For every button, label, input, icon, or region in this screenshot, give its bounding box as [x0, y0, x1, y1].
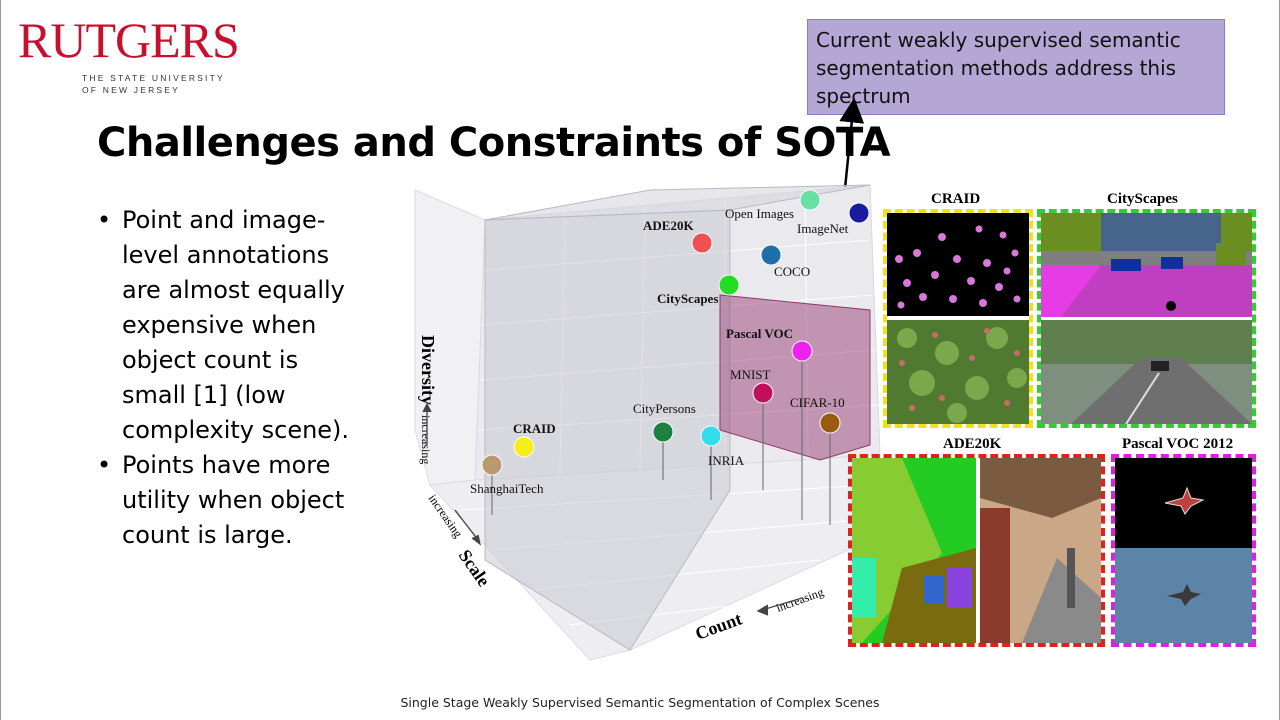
point-label-cifar-10: CIFAR-10: [790, 395, 845, 410]
point-inria: [700, 425, 722, 447]
bullet-2-line-3: count is large.: [122, 521, 293, 549]
point-mnist: [752, 382, 774, 404]
point-craid: [513, 436, 535, 458]
axis-direction-arrows: [422, 402, 803, 616]
point-open-images: [799, 189, 821, 211]
bullet-1-line-7: complexity scene).: [122, 416, 350, 444]
point-coco: [760, 244, 782, 266]
pascal-example-image: [1115, 458, 1252, 643]
bullet-1-line-4: expensive when: [122, 311, 317, 339]
logo-wordmark: RUTGERS: [18, 12, 240, 68]
axis-direction-diversity: increasing: [419, 415, 433, 464]
point-citypersons: [652, 421, 674, 443]
point-label-ade20k: ADE20K: [643, 218, 694, 233]
point-label-open-images: Open Images: [725, 206, 794, 221]
point-imagenet: [848, 202, 870, 224]
point-ade20k: [691, 232, 713, 254]
point-label-pascal-voc: Pascal VOC: [726, 326, 793, 341]
ade20k-example-panel: [848, 454, 1105, 647]
label-pascal: Pascal VOC 2012: [1122, 436, 1234, 452]
label-craid: CRAID: [931, 191, 981, 207]
point-shanghaitech: [481, 454, 503, 476]
callout-box: Current weakly supervised semantic segme…: [807, 19, 1225, 115]
point-pascal-voc: [791, 340, 813, 362]
bullet-1-line-1: Point and image-: [122, 206, 326, 234]
bullet-1-line-5: object count is: [122, 346, 299, 374]
point-cifar-10: [819, 412, 841, 434]
chart-side-wall: [414, 189, 486, 486]
point-cityscapes: [718, 274, 740, 296]
point-label-mnist: MNIST: [730, 367, 771, 382]
point-label-shanghaitech: ShanghaiTech: [470, 481, 544, 496]
point-label-cityscapes: CityScapes: [657, 291, 718, 306]
point-label-inria: INRIA: [708, 453, 745, 468]
axis-label-diversity: Diversity: [418, 335, 438, 405]
chart-volume-top: [484, 184, 871, 221]
dataset-3d-chart: Diversity increasing Scale increasing Co…: [414, 184, 881, 661]
slide-footer: Single Stage Weakly Supervised Semantic …: [400, 695, 880, 710]
point-label-coco: COCO: [774, 264, 810, 279]
bullet-item-1: Point and image- level annotations are a…: [97, 203, 387, 448]
cityscapes-example-panel: [1037, 209, 1256, 428]
bullet-item-2: Points have more utility when object cou…: [97, 448, 387, 553]
label-ade20k: ADE20K: [943, 436, 1002, 452]
cityscapes-example-image: [1041, 213, 1252, 424]
bullet-1-line-3: are almost equally: [122, 276, 345, 304]
slide-title: Challenges and Constraints of SOTA: [97, 120, 891, 166]
point-label-imagenet: ImageNet: [797, 221, 849, 236]
bullet-1-line-2: level annotations: [122, 241, 330, 269]
pascal-example-panel: [1111, 454, 1256, 647]
bullet-list: Point and image- level annotations are a…: [97, 203, 387, 553]
slide-border-left: [0, 0, 1, 720]
logo-subtitle-line2: OF NEW JERSEY: [82, 85, 181, 95]
craid-example-panel: [883, 209, 1033, 428]
axis-direction-count: increasing: [774, 585, 825, 615]
point-label-citypersons: CityPersons: [633, 401, 696, 416]
point-label-craid: CRAID: [513, 421, 556, 436]
logo-subtitle-line1: THE STATE UNIVERSITY: [82, 73, 225, 83]
craid-example-image: [887, 213, 1029, 424]
rutgers-logo: RUTGERS THE STATE UNIVERSITY OF NEW JERS…: [18, 12, 248, 97]
bullet-2-line-1: Points have more: [122, 451, 331, 479]
bullet-2-line-2: utility when object: [122, 486, 345, 514]
label-cityscapes: CityScapes: [1107, 191, 1178, 207]
bullet-1-line-6: small [1] (low: [122, 381, 286, 409]
ade20k-example-image: [852, 458, 1101, 643]
